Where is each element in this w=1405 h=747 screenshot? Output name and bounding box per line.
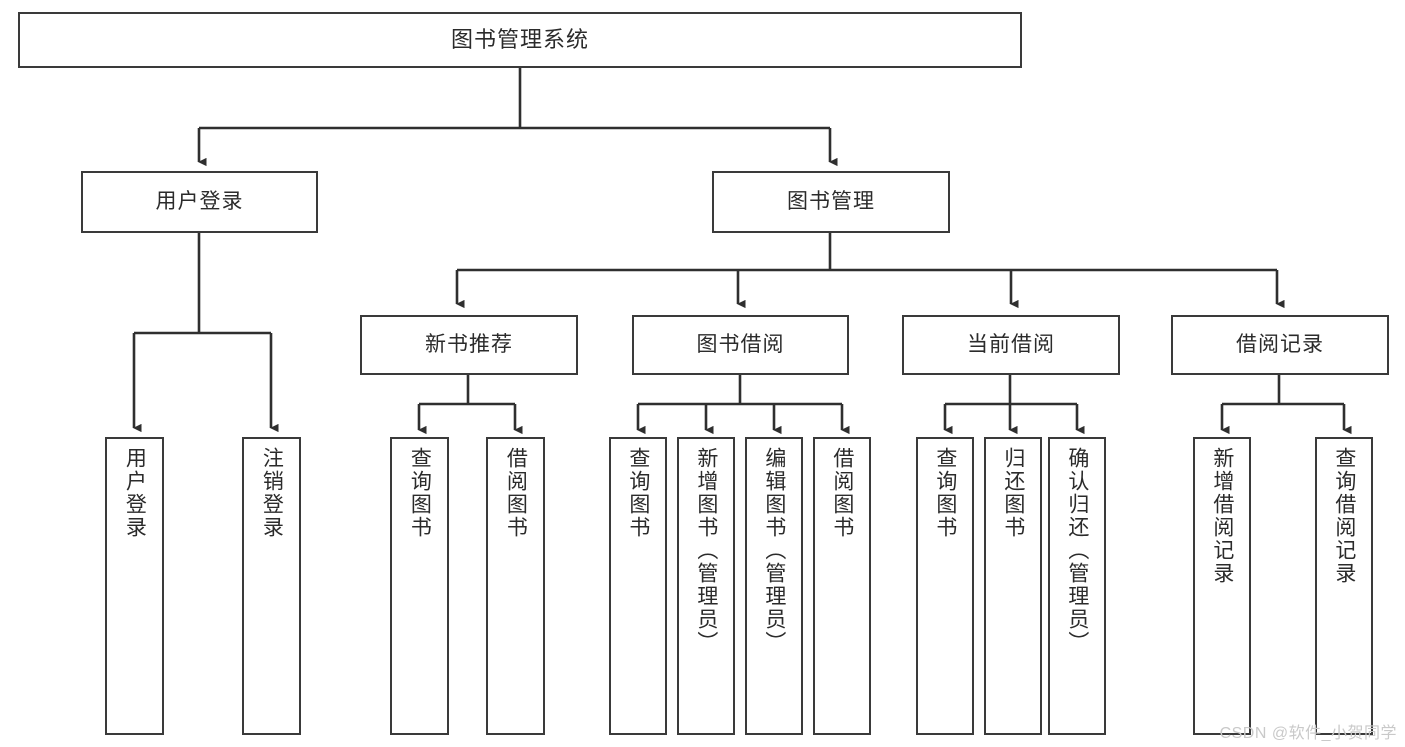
leaf-label: 借阅图书 [504,447,528,539]
node-book-management[interactable]: 图书管理 [712,171,950,233]
leaf-borrow-borrow-book[interactable]: 借阅图书 [813,437,871,735]
leaf-label: 归还图书 [1001,447,1025,539]
node-current-borrow[interactable]: 当前借阅 [902,315,1120,375]
leaf-label: 用户登录 [123,447,147,539]
node-new-book-recommend-label: 新书推荐 [425,333,513,357]
leaf-recommend-query-book[interactable]: 查询图书 [390,437,449,735]
node-book-borrow-label: 图书借阅 [696,333,785,357]
node-user-login[interactable]: 用户登录 [81,171,318,233]
leaf-recommend-borrow-book[interactable]: 借阅图书 [486,437,545,735]
node-current-borrow-label: 当前借阅 [967,333,1055,357]
leaf-label: 新增借阅记录 [1210,447,1234,585]
leaf-label: 查询图书 [626,447,650,539]
node-book-management-label: 图书管理 [787,190,875,214]
leaf-user-login-logout[interactable]: 注销登录 [242,437,301,735]
node-user-login-label: 用户登录 [155,190,244,214]
leaf-label: 借阅图书 [830,447,854,539]
leaf-current-query-book[interactable]: 查询图书 [916,437,974,735]
leaf-borrow-query-book[interactable]: 查询图书 [609,437,667,735]
leaf-current-confirm-return-admin[interactable]: 确认归还（管理员） [1048,437,1106,735]
leaf-borrow-add-book-admin[interactable]: 新增图书（管理员） [677,437,735,735]
leaf-label: 查询图书 [408,447,432,539]
leaf-current-return-book[interactable]: 归还图书 [984,437,1042,735]
node-root[interactable]: 图书管理系统 [18,12,1022,68]
node-new-book-recommend[interactable]: 新书推荐 [360,315,578,375]
leaf-label: 注销登录 [260,447,284,539]
leaf-borrow-edit-book-admin[interactable]: 编辑图书（管理员） [745,437,803,735]
node-borrow-record-label: 借阅记录 [1236,333,1324,357]
node-borrow-record[interactable]: 借阅记录 [1171,315,1389,375]
leaf-label: 新增图书（管理员） [694,447,718,654]
leaf-label: 查询借阅记录 [1332,447,1356,585]
leaf-record-add-record[interactable]: 新增借阅记录 [1193,437,1251,735]
node-book-borrow[interactable]: 图书借阅 [632,315,849,375]
leaf-user-login-login[interactable]: 用户登录 [105,437,164,735]
leaf-label: 确认归还（管理员） [1065,447,1089,654]
leaf-record-query-record[interactable]: 查询借阅记录 [1315,437,1373,735]
leaf-label: 编辑图书（管理员） [762,447,786,654]
csdn-watermark: CSDN @软件_小贺同学 [1219,725,1397,742]
node-root-label: 图书管理系统 [450,26,589,52]
leaf-label: 查询图书 [933,447,957,539]
